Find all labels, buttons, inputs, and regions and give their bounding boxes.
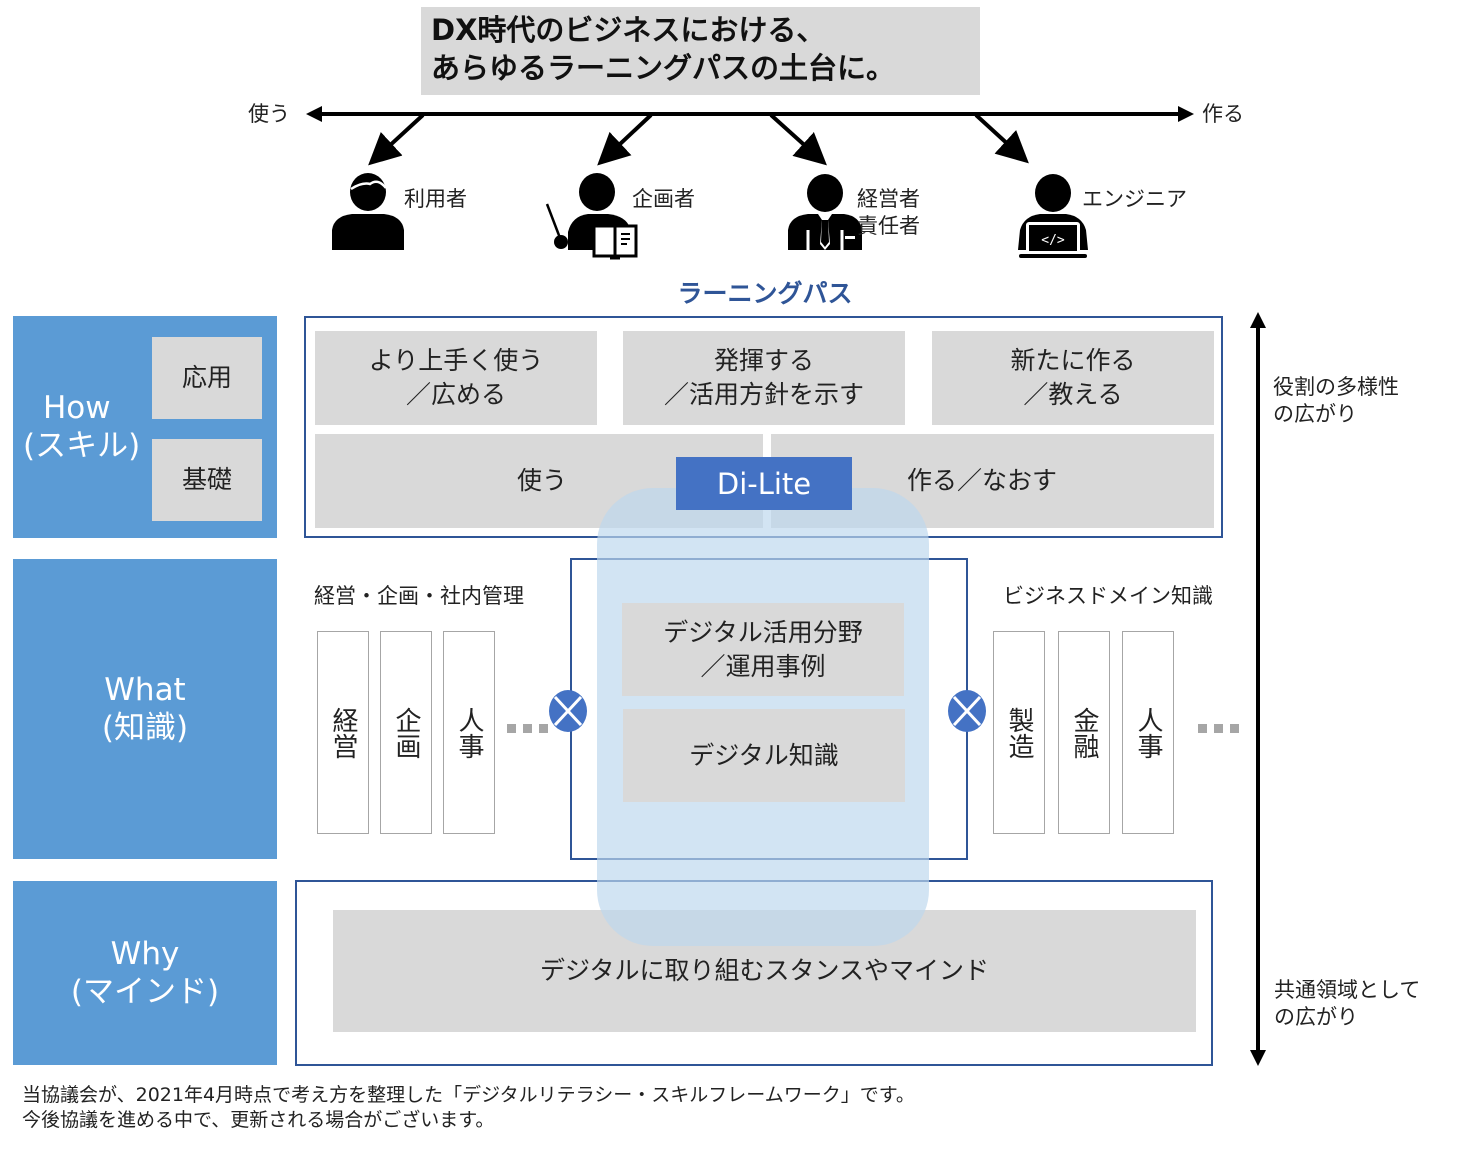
- headline-box: DX時代のビジネスにおける、 あらゆるラーニングパスの土台に。: [421, 7, 980, 95]
- cross-circle-icon: [549, 690, 587, 732]
- vertical-axis-top-label: 役割の多様性 の広がり: [1273, 374, 1399, 428]
- role-label-user: 利用者: [404, 187, 467, 211]
- footnote: 当協議会が、2021年4月時点で考え方を整理した「デジタルリテラシー・スキルフレ…: [22, 1083, 915, 1133]
- vertical-axis-down-arrowhead: [1250, 1050, 1266, 1066]
- advanced-box-leverage-line-2: ／活用方針を示す: [663, 380, 864, 409]
- digital-application-box: デジタル活用分野 ／運用事例: [622, 603, 904, 696]
- left-domain-management: 経営: [317, 631, 369, 834]
- left-domain-hr: 人事: [443, 631, 495, 834]
- how-level-advanced: 応用: [152, 337, 262, 419]
- right-domain-hr: 人事: [1122, 631, 1174, 834]
- right-domain-finance: 金融: [1058, 631, 1110, 834]
- why-title: Why: [110, 936, 180, 972]
- advanced-box-leverage: 発揮する ／活用方針を示す: [623, 331, 905, 425]
- how-title: How: [43, 390, 111, 426]
- advanced-box-create-new-line-1: 新たに作る: [1010, 346, 1136, 375]
- how-subtitle: (スキル): [23, 428, 141, 464]
- what-side-panel: What (知識): [13, 559, 277, 859]
- role-label-executive: 経営者 責任者: [857, 186, 920, 240]
- spectrum-right-arrowhead: [1178, 106, 1194, 122]
- digital-knowledge-box: デジタル知識: [623, 709, 905, 802]
- what-title: What: [104, 672, 186, 708]
- left-more-ellipsis: [507, 724, 548, 733]
- digital-application-line-2: ／運用事例: [700, 651, 826, 681]
- advanced-box-create-new-line-2: ／教える: [1023, 380, 1123, 409]
- spectrum-axis: [306, 106, 1194, 166]
- role-arrow: [769, 113, 827, 166]
- role-arrow: [368, 113, 425, 166]
- footnote-line-1: 当協議会が、2021年4月時点で考え方を整理した「デジタルリテラシー・スキルフレ…: [22, 1084, 915, 1106]
- svg-text:</>: </>: [1041, 233, 1065, 248]
- engineer-laptop-icon: </>: [1016, 174, 1090, 260]
- advanced-box-use-better-line-2: ／広める: [405, 380, 506, 409]
- right-more-ellipsis: [1198, 724, 1239, 733]
- spectrum-left-label: 使う: [248, 102, 290, 126]
- role-arrow: [974, 113, 1029, 164]
- headline-line-2: あらゆるラーニングパスの土台に。: [431, 51, 896, 85]
- executive-icon: [788, 174, 864, 250]
- why-subtitle: (マインド): [70, 974, 220, 1010]
- left-group-heading: 経営・企画・社内管理: [314, 584, 524, 608]
- vertical-axis-bottom-label-line-2: の広がり: [1274, 1005, 1358, 1029]
- dilite-badge: Di-Lite: [676, 457, 852, 510]
- vertical-axis-top-label-line-1: 役割の多様性: [1273, 375, 1399, 399]
- right-group-heading: ビジネスドメイン知識: [1003, 584, 1213, 608]
- why-side-panel: Why (マインド): [13, 881, 277, 1065]
- footnote-line-2: 今後協議を進める中で、更新される場合がございます。: [22, 1109, 495, 1131]
- vertical-axis-up-arrowhead: [1250, 312, 1266, 328]
- learning-path-title: ラーニングパス: [677, 279, 853, 308]
- headline-line-1: DX時代のビジネスにおける、: [431, 13, 826, 47]
- vertical-axis-bottom-label: 共通領域として の広がり: [1274, 977, 1420, 1031]
- presenter-icon: [542, 172, 640, 260]
- left-domain-planning: 企画: [380, 631, 432, 834]
- role-label-engineer: エンジニア: [1082, 187, 1187, 211]
- user-icon: [332, 172, 404, 250]
- advanced-box-leverage-line-1: 発揮する: [713, 346, 814, 375]
- digital-application-line-1: デジタル活用分野: [663, 617, 863, 647]
- advanced-box-use-better-line-1: より上手く使う: [368, 346, 544, 375]
- spectrum-left-arrowhead: [306, 106, 322, 122]
- vertical-axis-bottom-label-line-1: 共通領域として: [1274, 978, 1421, 1002]
- advanced-box-use-better: より上手く使う ／広める: [315, 331, 597, 425]
- what-subtitle: (知識): [101, 710, 189, 746]
- role-label-executive-line-2: 責任者: [857, 214, 920, 238]
- vertical-axis-top-label-line-2: の広がり: [1273, 402, 1357, 426]
- right-domain-manufacturing: 製造: [993, 631, 1045, 834]
- cross-circle-icon: [948, 690, 986, 732]
- advanced-box-create-new: 新たに作る ／教える: [932, 331, 1214, 425]
- how-level-basic: 基礎: [152, 439, 262, 521]
- role-arrow: [597, 113, 653, 166]
- spectrum-right-label: 作る: [1202, 102, 1244, 126]
- role-label-planner: 企画者: [632, 187, 695, 211]
- role-label-executive-line-1: 経営者: [857, 187, 920, 211]
